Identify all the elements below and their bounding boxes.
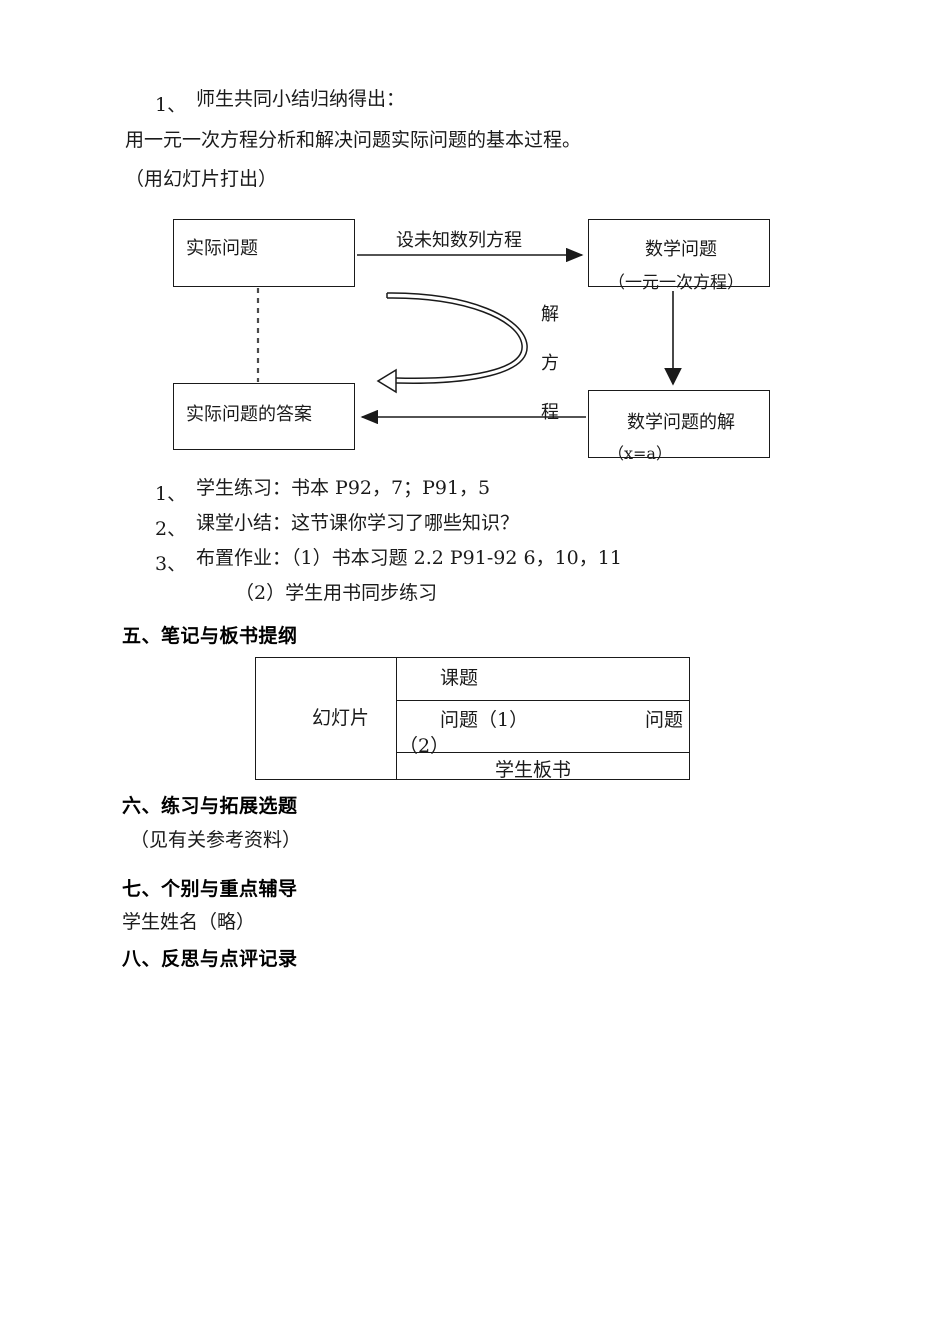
- section-six-heading: 六、练习与拓展选题: [122, 795, 298, 817]
- flow-box-bottom-left-label: 实际问题的答案: [186, 404, 312, 425]
- flow-box-top-right: [588, 219, 770, 287]
- task-1-text: 学生练习：书本 P92，7；P91，5: [196, 477, 491, 499]
- board-table-column-divider: [396, 657, 398, 780]
- section-eight-heading: 八、反思与点评记录: [122, 948, 298, 970]
- board-table-row-divider-1: [396, 700, 690, 702]
- board-table-row1-cell: 课题: [440, 667, 479, 689]
- flow-curve-label-char-2: 方: [541, 353, 559, 374]
- task-1-number: 1、: [155, 483, 187, 505]
- flow-curve-label-char-1: 解: [541, 304, 559, 325]
- board-table-row2-cell-a: 问题（1）: [440, 709, 529, 731]
- task-3-continuation: （2）学生用书同步练习: [235, 582, 438, 604]
- flow-box-bottom-right-label: 数学问题的解: [627, 412, 735, 433]
- board-table-left-cell: 幻灯片: [312, 707, 370, 729]
- flow-box-top-right-sublabel: （一元一次方程）: [608, 273, 744, 293]
- flow-curved-arrow: [376, 292, 528, 394]
- board-table-row2-cell-b: 问题: [645, 709, 684, 731]
- flow-top-arrow-label: 设未知数列方程: [396, 230, 522, 251]
- intro-item-text: 师生共同小结归纳得出：: [196, 88, 406, 110]
- intro-line-3: （用幻灯片打出）: [125, 168, 278, 190]
- flow-box-bottom-right-sublabel: （x=a）: [608, 444, 672, 463]
- section-seven-heading: 七、个别与重点辅导: [122, 878, 298, 900]
- board-table-row-divider-2: [396, 752, 690, 754]
- section-six-body: （见有关参考资料）: [130, 829, 302, 851]
- flow-box-top-right-label: 数学问题: [645, 239, 717, 260]
- board-table-row3-cell: 学生板书: [495, 759, 572, 781]
- intro-line-2: 用一元一次方程分析和解决问题实际问题的基本过程。: [125, 129, 582, 151]
- board-table-outline: [255, 657, 690, 780]
- intro-item-number: 1、: [155, 94, 187, 116]
- task-2-text: 课堂小结：这节课你学习了哪些知识？: [196, 512, 520, 534]
- task-3-number: 3、: [155, 553, 187, 575]
- section-seven-body: 学生姓名（略）: [122, 911, 256, 933]
- flow-curve-label-char-3: 程: [541, 402, 559, 423]
- flow-box-bottom-left: [173, 383, 355, 450]
- flow-box-top-left-label: 实际问题: [186, 238, 258, 259]
- flow-box-top-left: [173, 219, 355, 287]
- board-table-row2-wrap: （2）: [399, 735, 450, 757]
- task-2-number: 2、: [155, 518, 187, 540]
- task-3-text: 布置作业：（1）书本习题 2.2 P91-92 6，10，11: [196, 547, 622, 569]
- section-five-heading: 五、笔记与板书提纲: [122, 625, 298, 647]
- flow-box-bottom-right: [588, 390, 770, 458]
